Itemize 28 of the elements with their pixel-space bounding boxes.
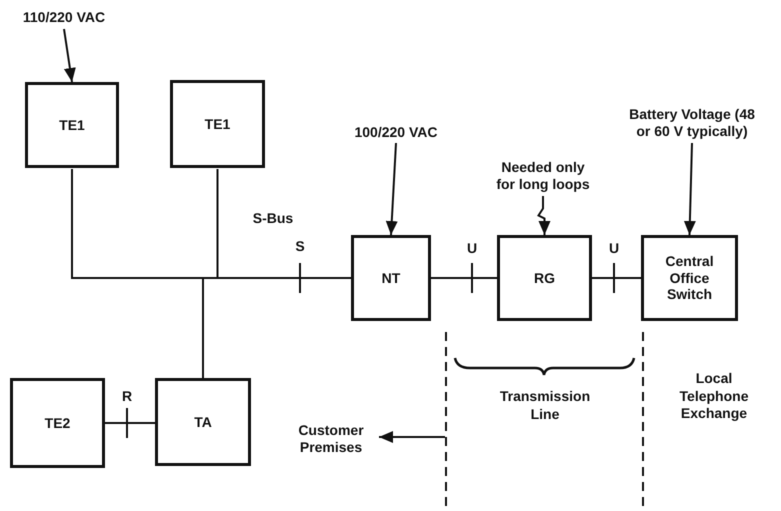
annotation-text: S-Bus: [252, 210, 294, 228]
connector-line: [592, 277, 641, 279]
device-box: TA: [155, 378, 251, 466]
annotation-text: Local Telephone Exchange: [678, 370, 750, 422]
arrow: [537, 196, 550, 235]
device-box: TE1: [25, 82, 119, 168]
arrow: [379, 431, 445, 443]
annotation-text: Battery Voltage (48 or 60 V typically): [612, 104, 772, 142]
connector-line: [105, 422, 155, 424]
arrow: [63, 28, 76, 82]
annotation-text: 100/220 VAC: [336, 122, 456, 142]
annotation-text: Transmission Line: [498, 388, 592, 423]
device-box: TE2: [10, 378, 105, 468]
reference-point-label: S: [294, 238, 306, 256]
connector-line: [431, 277, 497, 279]
device-box: RG: [497, 235, 592, 321]
annotation-text: 110/220 VAC: [4, 6, 124, 28]
connector-line: [202, 277, 351, 378]
device-box: Central Office Switch: [641, 235, 738, 321]
annotation-text: Needed only for long loops: [495, 157, 591, 195]
reference-point-label: U: [466, 240, 478, 258]
reference-point-label: R: [120, 388, 134, 406]
reference-point-label: U: [608, 240, 620, 258]
arrow: [684, 142, 696, 236]
annotation-text: Customer Premises: [283, 420, 379, 458]
device-box: NT: [351, 235, 431, 321]
arrow: [386, 142, 398, 236]
device-box: TE1: [170, 80, 265, 168]
